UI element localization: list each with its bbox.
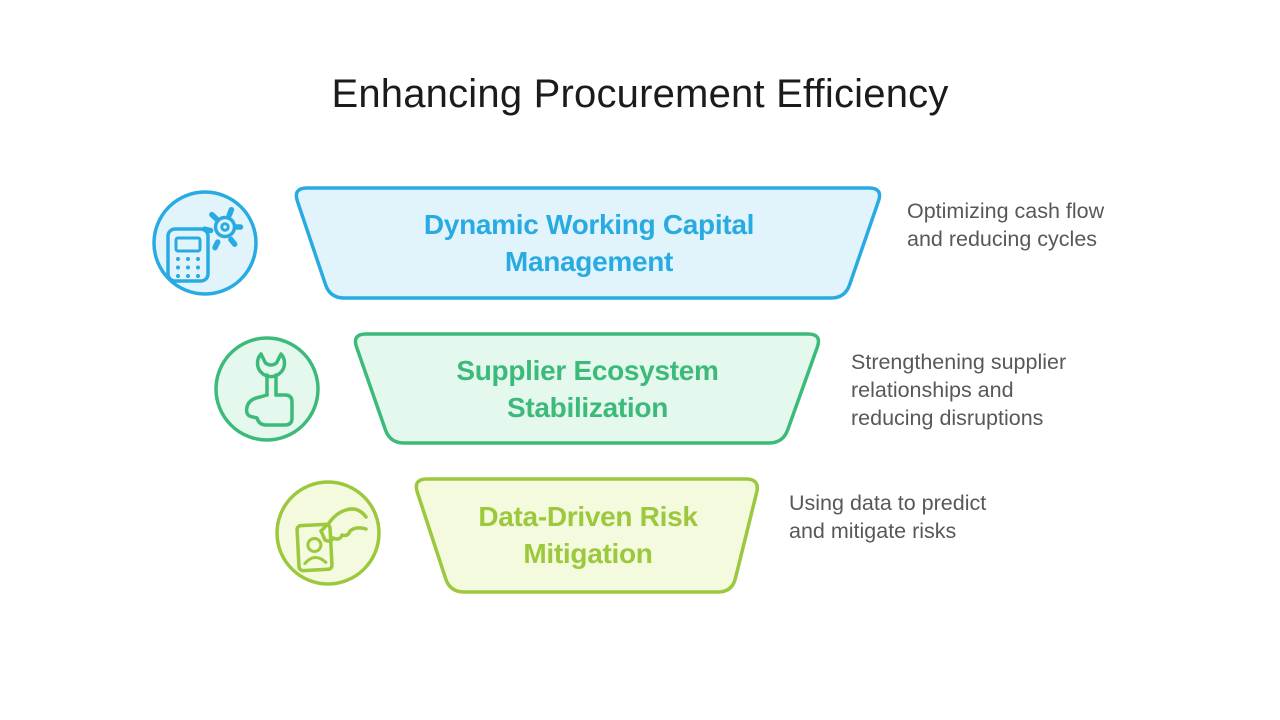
funnel-shape-risk-mitigation [414, 477, 759, 594]
description-line: and mitigate risks [789, 519, 957, 543]
funnel-label-line: Data-Driven Risk [478, 501, 698, 532]
funnel-label-line: Stabilization [507, 391, 668, 423]
description-risk-mitigation: Using data to predict and mitigate risks [789, 489, 986, 545]
funnel-label-working-capital: Dynamic Working Capital Management [290, 190, 888, 296]
funnel-label-risk-mitigation: Data-Driven Risk Mitigation [410, 481, 766, 589]
description-working-capital: Optimizing cash flow and reducing cycles [907, 197, 1104, 253]
description-line: Strengthening supplier [851, 350, 1067, 374]
description-line: Using data to predict [789, 491, 987, 515]
description-line: relationships and [851, 378, 1014, 402]
funnel-shape-working-capital [294, 186, 882, 300]
funnel-label-line: Management [504, 246, 674, 277]
funnel-label-supplier-ecosystem: Supplier Ecosystem Stabilization [349, 336, 826, 441]
funnel-label-line: Dynamic Working Capital [423, 209, 755, 240]
funnel-label-line: Supplier Ecosystem [456, 354, 719, 386]
description-supplier-ecosystem: Strengthening supplier relationships and… [851, 348, 1066, 432]
funnel-shape-supplier-ecosystem [353, 332, 821, 445]
description-line: reducing disruptions [851, 406, 1044, 430]
funnel-label-line: Mitigation [523, 538, 653, 569]
page-title: Enhancing Procurement Efficiency [331, 72, 949, 116]
id-card-hand-icon [274, 479, 382, 587]
description-line: and reducing cycles [907, 227, 1098, 251]
description-line: Optimizing cash flow [907, 199, 1105, 223]
wrench-hand-icon [213, 335, 321, 443]
calculator-gear-icon [151, 189, 259, 297]
